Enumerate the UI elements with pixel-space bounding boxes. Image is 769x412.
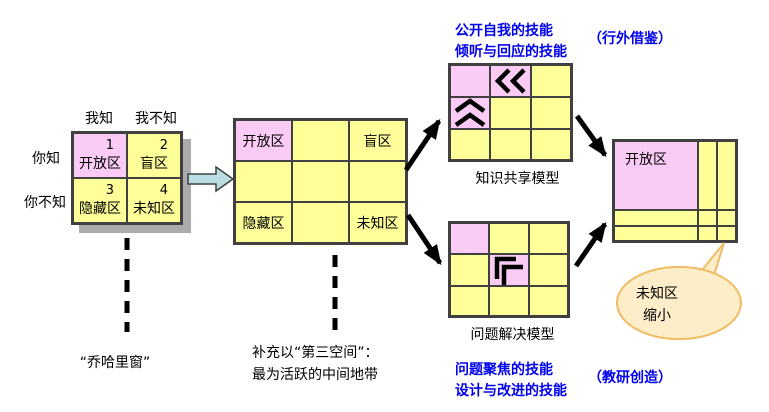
grid-cell-open-area: 开放区 bbox=[235, 120, 292, 161]
callout-line: 未知区 bbox=[636, 286, 678, 302]
grid-cell-corner-arrow bbox=[489, 254, 529, 286]
problem-skill-line-1: 问题聚焦的技能 bbox=[455, 362, 553, 378]
grid-cell-empty bbox=[450, 129, 490, 160]
johari-window-caption: “乔哈里窗” bbox=[79, 355, 151, 371]
caption-line: 补充以“第三空间”： bbox=[252, 345, 379, 361]
grid-cell-empty bbox=[698, 141, 717, 210]
grid-cell-blind-area: 盲区 bbox=[349, 120, 406, 161]
col-header-i-know: 我知 bbox=[85, 111, 113, 127]
johari-cell-blind-area: 2 盲区 bbox=[127, 133, 181, 178]
grid-cell-empty bbox=[490, 97, 531, 129]
cell-number: 1 bbox=[105, 137, 114, 153]
grid-cell-unknown-area: 未知区 bbox=[349, 202, 406, 243]
double-corner-up-left-icon bbox=[494, 256, 523, 285]
callout-line: 缩小 bbox=[643, 308, 671, 324]
caption-line: 最为活跃的中间地带 bbox=[252, 367, 378, 383]
row-header-you-dont-know: 你不知 bbox=[24, 195, 66, 211]
johari-window-table: 1 开放区 2 盲区 3 隐藏区 4 未知区 bbox=[71, 131, 183, 225]
johari-cell-unknown-area: 4 未知区 bbox=[127, 178, 181, 223]
grid-cell-empty bbox=[614, 210, 698, 226]
cell-number: 4 bbox=[159, 182, 168, 198]
grid-cell-empty bbox=[717, 141, 736, 210]
grid-cell-empty bbox=[698, 210, 717, 226]
outside-reference-tag: （行外借鉴） bbox=[588, 31, 672, 47]
problem-model-title: 问题解决模型 bbox=[470, 327, 555, 343]
grid-cell-empty bbox=[450, 254, 489, 286]
result-grid: 开放区 bbox=[612, 139, 738, 243]
knowledge-skill-line-1: 公开自我的技能 bbox=[455, 23, 553, 39]
arrow-knowledge-to-result bbox=[574, 114, 608, 158]
knowledge-sharing-grid bbox=[448, 63, 573, 162]
cell-number: 2 bbox=[159, 137, 168, 153]
arrow-problem-to-result bbox=[573, 221, 608, 268]
grid-cell-empty bbox=[531, 97, 571, 129]
row-header-you-know: 你知 bbox=[32, 151, 60, 167]
cell-label: 隐藏区 bbox=[79, 200, 121, 217]
grid-cell-empty bbox=[614, 226, 698, 241]
grid-cell-empty bbox=[450, 286, 489, 316]
grid-cell-empty bbox=[292, 202, 349, 243]
cell-label: 开放区 bbox=[79, 155, 121, 172]
result-open-area-cell: 开放区 bbox=[614, 141, 698, 210]
grid-cell-empty bbox=[235, 161, 292, 202]
grid-cell-empty bbox=[529, 223, 568, 254]
third-space-caption: 补充以“第三空间”： 最为活跃的中间地带 bbox=[252, 342, 379, 386]
grid-cell-open bbox=[450, 223, 489, 254]
grid-cell-empty bbox=[717, 210, 736, 226]
cell-label: 盲区 bbox=[140, 155, 168, 172]
grid-cell-empty bbox=[292, 161, 349, 202]
grid-cell-empty bbox=[531, 65, 571, 97]
callout-text: 未知区 缩小 bbox=[622, 283, 692, 327]
problem-skill-line-2: 设计与改进的技能 bbox=[455, 383, 567, 399]
grid-cell-chevron-left bbox=[490, 65, 531, 97]
knowledge-skill-line-2: 倾听与回应的技能 bbox=[455, 44, 567, 60]
knowledge-model-title: 知识共享模型 bbox=[475, 171, 560, 187]
callout-ellipse bbox=[616, 266, 742, 340]
johari-cell-hidden-area: 3 隐藏区 bbox=[73, 178, 127, 223]
grid-cell-empty bbox=[292, 120, 349, 161]
cell-number: 3 bbox=[105, 182, 114, 198]
teaching-creation-tag: （教研创造） bbox=[588, 370, 672, 386]
double-chevron-up-icon bbox=[454, 98, 486, 127]
grid-cell-chevron-up bbox=[450, 97, 490, 129]
grid-cell-empty bbox=[531, 129, 571, 160]
col-header-i-dont-know: 我不知 bbox=[135, 111, 177, 127]
double-chevron-left-icon bbox=[494, 68, 526, 94]
johari-cell-open-area: 1 开放区 bbox=[73, 133, 127, 178]
callout-bubble bbox=[616, 242, 742, 340]
problem-solving-grid bbox=[448, 221, 570, 318]
grid-cell-empty bbox=[529, 254, 568, 286]
grid-cell-empty bbox=[529, 286, 568, 316]
grid-cell-empty bbox=[489, 286, 529, 316]
grid-cell-empty bbox=[490, 129, 531, 160]
arrow-to-knowledge-model bbox=[403, 118, 442, 172]
right-block-arrow-icon bbox=[187, 165, 235, 193]
grid-cell-open bbox=[450, 65, 490, 97]
arrow-to-problem-model bbox=[405, 213, 443, 266]
grid-cell-empty bbox=[489, 223, 529, 254]
cell-label: 未知区 bbox=[133, 200, 175, 217]
grid-cell-unknown-small bbox=[717, 226, 736, 241]
grid-cell-hidden-area: 隐藏区 bbox=[235, 202, 292, 243]
third-space-grid: 开放区 盲区 隐藏区 未知区 bbox=[233, 118, 408, 245]
grid-cell-empty bbox=[349, 161, 406, 202]
grid-cell-empty bbox=[698, 226, 717, 241]
